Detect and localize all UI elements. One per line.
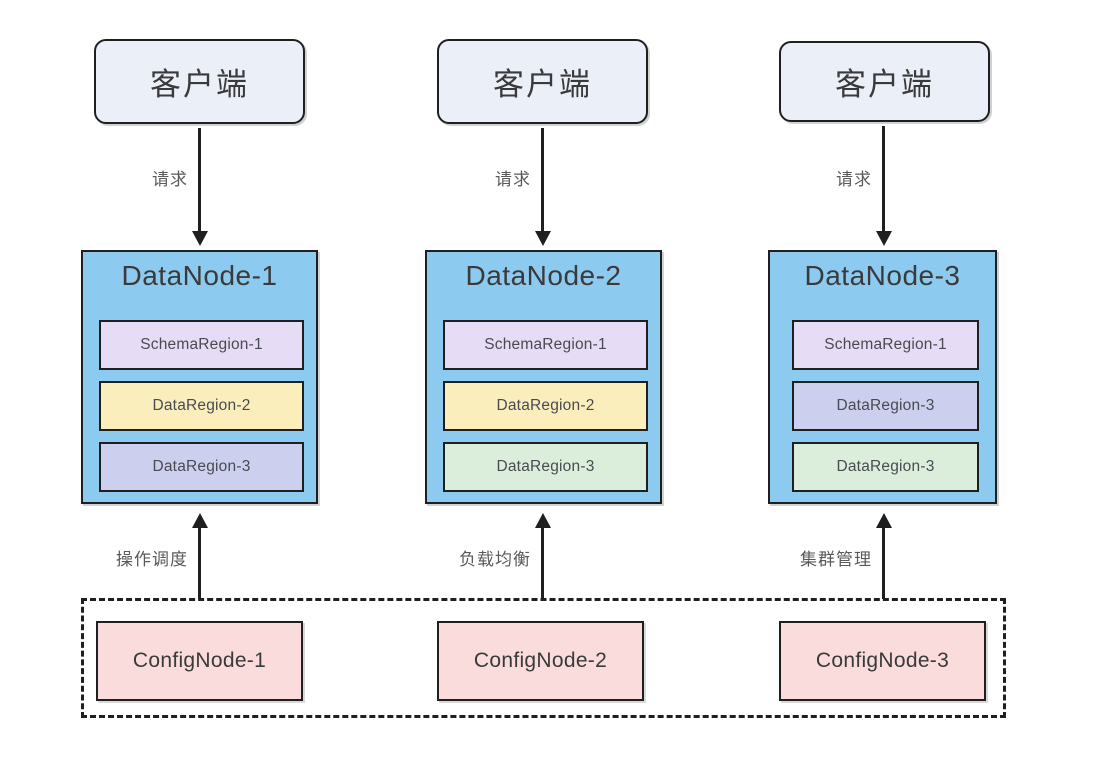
region-schemaregion-1-node-3[interactable]: SchemaRegion-1 xyxy=(792,320,979,370)
config-edge-label-3: 集群管理 xyxy=(800,550,872,569)
region-dataregion-3b-node-3[interactable]: DataRegion-3 xyxy=(792,442,979,492)
confignode-label-1: ConfigNode-1 xyxy=(132,649,267,672)
config-arrow-line-1 xyxy=(198,527,201,599)
region-label: DataRegion-3 xyxy=(836,397,935,414)
datanode-title-3: DataNode-3 xyxy=(804,260,961,291)
datanode-2[interactable]: DataNode-2 SchemaRegion-1 DataRegion-2 D… xyxy=(425,250,662,504)
request-arrow-line-1 xyxy=(198,128,201,232)
region-dataregion-3-node-1[interactable]: DataRegion-3 xyxy=(99,442,304,492)
datanode-3[interactable]: DataNode-3 SchemaRegion-1 DataRegion-3 D… xyxy=(768,250,997,504)
request-label-3: 请求 xyxy=(836,170,872,189)
region-dataregion-3a-node-3[interactable]: DataRegion-3 xyxy=(792,381,979,431)
region-label: DataRegion-3 xyxy=(836,458,935,475)
request-arrow-head-2 xyxy=(534,231,551,246)
confignode-label-3: ConfigNode-3 xyxy=(815,649,950,672)
region-dataregion-3-node-2[interactable]: DataRegion-3 xyxy=(443,442,648,492)
config-edge-label-2: 负载均衡 xyxy=(459,550,531,569)
request-label-2: 请求 xyxy=(495,170,531,189)
region-dataregion-2-node-1[interactable]: DataRegion-2 xyxy=(99,381,304,431)
client-label-3: 客户端 xyxy=(835,67,934,102)
region-label: DataRegion-2 xyxy=(152,397,251,414)
datanode-1[interactable]: DataNode-1 SchemaRegion-1 DataRegion-2 D… xyxy=(81,250,318,504)
region-label: SchemaRegion-1 xyxy=(140,336,263,353)
region-dataregion-2-node-2[interactable]: DataRegion-2 xyxy=(443,381,648,431)
request-arrow-head-3 xyxy=(875,231,892,246)
request-label-1: 请求 xyxy=(152,170,188,189)
config-arrow-line-3 xyxy=(882,527,885,599)
config-edge-label-1: 操作调度 xyxy=(116,550,188,569)
region-schemaregion-1-node-2[interactable]: SchemaRegion-1 xyxy=(443,320,648,370)
region-label: SchemaRegion-1 xyxy=(484,336,607,353)
region-label: SchemaRegion-1 xyxy=(824,336,947,353)
request-arrow-head-1 xyxy=(191,231,208,246)
client-box-1[interactable]: 客户端 xyxy=(94,39,305,124)
confignode-label-2: ConfigNode-2 xyxy=(473,649,608,672)
config-arrow-line-2 xyxy=(541,527,544,599)
confignode-1[interactable]: ConfigNode-1 xyxy=(96,621,303,701)
client-label-2: 客户端 xyxy=(493,67,592,102)
region-label: DataRegion-3 xyxy=(152,458,251,475)
region-label: DataRegion-2 xyxy=(496,397,595,414)
client-box-2[interactable]: 客户端 xyxy=(437,39,648,124)
config-arrow-head-1 xyxy=(191,513,208,528)
client-box-3[interactable]: 客户端 xyxy=(779,41,990,122)
region-label: DataRegion-3 xyxy=(496,458,595,475)
confignode-3[interactable]: ConfigNode-3 xyxy=(779,621,986,701)
confignode-2[interactable]: ConfigNode-2 xyxy=(437,621,644,701)
datanode-title-1: DataNode-1 xyxy=(121,260,278,291)
request-arrow-line-2 xyxy=(541,128,544,232)
config-arrow-head-3 xyxy=(875,513,892,528)
request-arrow-line-3 xyxy=(882,126,885,232)
confignode-group xyxy=(81,598,1006,718)
datanode-title-2: DataNode-2 xyxy=(465,260,622,291)
config-arrow-head-2 xyxy=(534,513,551,528)
client-label-1: 客户端 xyxy=(150,67,249,102)
region-schemaregion-1-node-1[interactable]: SchemaRegion-1 xyxy=(99,320,304,370)
